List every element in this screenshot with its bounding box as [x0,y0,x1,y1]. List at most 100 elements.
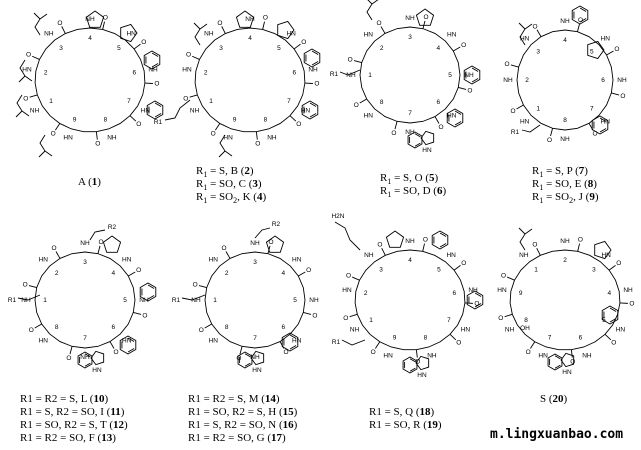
aromatic-bond [244,353,251,358]
residue-number: 3 [83,259,87,266]
carbonyl-bond [611,92,620,96]
amide-label: NH [139,297,149,304]
aromatic-bond [439,243,447,248]
aromatic-bond [289,345,297,350]
amide-label: NH [204,30,214,37]
residue-number: 6 [133,70,137,77]
carbonyl-bond [458,86,467,90]
r1-label: R1 [8,297,17,304]
amide-label: HN [538,352,548,359]
residue-number: 9 [233,116,237,123]
residue-number: 5 [590,49,594,56]
hydroxyl-label: OH [520,325,530,332]
phenyl-ring [146,100,164,120]
proline-ring [235,10,255,28]
amide-label: HN [461,327,471,334]
bond [44,150,53,157]
carbonyl-o-label: O [511,108,516,115]
amide-label: NH [505,327,515,334]
r1-label: R1 [330,71,339,78]
amide-label: HN [182,66,192,73]
carbonyl-o-label: O [620,93,625,100]
carbonyl-o-label: O [348,56,353,63]
carbonyl-bond [422,20,426,29]
carbonyl-bond [576,23,580,32]
aromatic-bond [471,78,479,83]
carbonyl-bond [289,115,297,122]
carbonyl-bond [577,243,580,252]
residue-number: 7 [83,335,87,342]
residue-number: 4 [281,270,285,277]
residue-number: 2 [44,70,48,77]
indole-pyrrole [250,350,265,366]
aromatic-bond [409,358,416,363]
amide-label: HN [446,252,456,259]
label-line: R1 = S, Q (18) [369,406,435,418]
isobutyl [18,59,26,83]
carbonyl-bond [31,55,40,60]
label-line: R1 = R2 = S, L (10) [20,393,109,405]
proline-ring [277,20,295,40]
amide-label: NH [623,287,633,294]
amide-label: HN [22,66,32,73]
carbonyl-o-label: O [66,355,71,362]
carbonyl-o-label: O [186,52,191,59]
carbonyl-bond [29,94,38,98]
carbonyl-o-label: O [629,301,634,308]
label-compounds-18-19: R1 = S, Q (18) R1 = SO, R (19) [369,406,442,432]
isobutyl [15,94,23,118]
residue-number: 1 [209,98,213,105]
amide-label: HN [342,287,352,294]
aromatic-bond [127,337,135,342]
phenyl-ring [301,100,319,120]
label-compounds-14-17: R1 = R2 = S, M (14) R1 = SO, R2 = S, H (… [188,393,297,445]
carbonyl-o-label: O [99,239,104,246]
residue-number: 2 [563,257,567,264]
carbonyl-o-label: O [461,260,466,267]
amide-label: NH [80,240,90,247]
residue-number: 4 [248,35,252,42]
aromatic-bond [609,307,617,312]
carbonyl-o-label: O [371,349,376,356]
carbonyl-bond [128,271,136,277]
label-line: R1 = S, B (2) [196,165,254,179]
amide-label: HN [63,134,73,141]
residue-number: 3 [592,266,596,273]
carbonyl-bond [608,265,616,271]
macrocycle-backbone [194,27,306,133]
aromatic-bond [599,128,607,133]
carbonyl-bond [215,123,221,131]
amide-label: NH [560,238,570,245]
residue-number: 4 [563,37,567,44]
r1-label: R1 [332,339,341,346]
residue-number: 3 [536,49,540,56]
phenyl-ring [281,332,299,352]
residue-number: 2 [204,70,208,77]
amide-label: NH [107,134,117,141]
residue-number: 5 [123,297,127,304]
amide-label: NH [364,252,374,259]
carbonyl-bond [133,311,142,315]
macrocycle-backbone [204,251,306,349]
residue-number: 5 [293,297,297,304]
macrocycle-backbone [34,27,146,133]
carbonyl-o-label: O [142,313,147,320]
phenyl-ring [571,5,589,25]
aromatic-bond [414,142,421,147]
carbonyl-o-label: O [526,349,531,356]
carbonyl-bond [536,247,541,256]
carbonyl-o-label: O [296,121,301,128]
watermark-text: m.lingxuanbao.com [490,427,624,442]
carbonyl-bond [255,131,258,140]
methionine-chain [339,69,361,76]
carbonyl-o-label: O [221,245,226,252]
residue-number: 5 [448,72,452,79]
residue-number: 7 [408,110,412,117]
residue-number: 1 [369,317,373,324]
carbonyl-o-label: O [314,81,319,88]
carbonyl-bond [262,21,265,30]
residue-number: 6 [436,99,440,106]
carbonyl-o-label: O [547,137,552,144]
aromatic-bond [147,295,155,300]
methionine-chain [181,294,206,301]
